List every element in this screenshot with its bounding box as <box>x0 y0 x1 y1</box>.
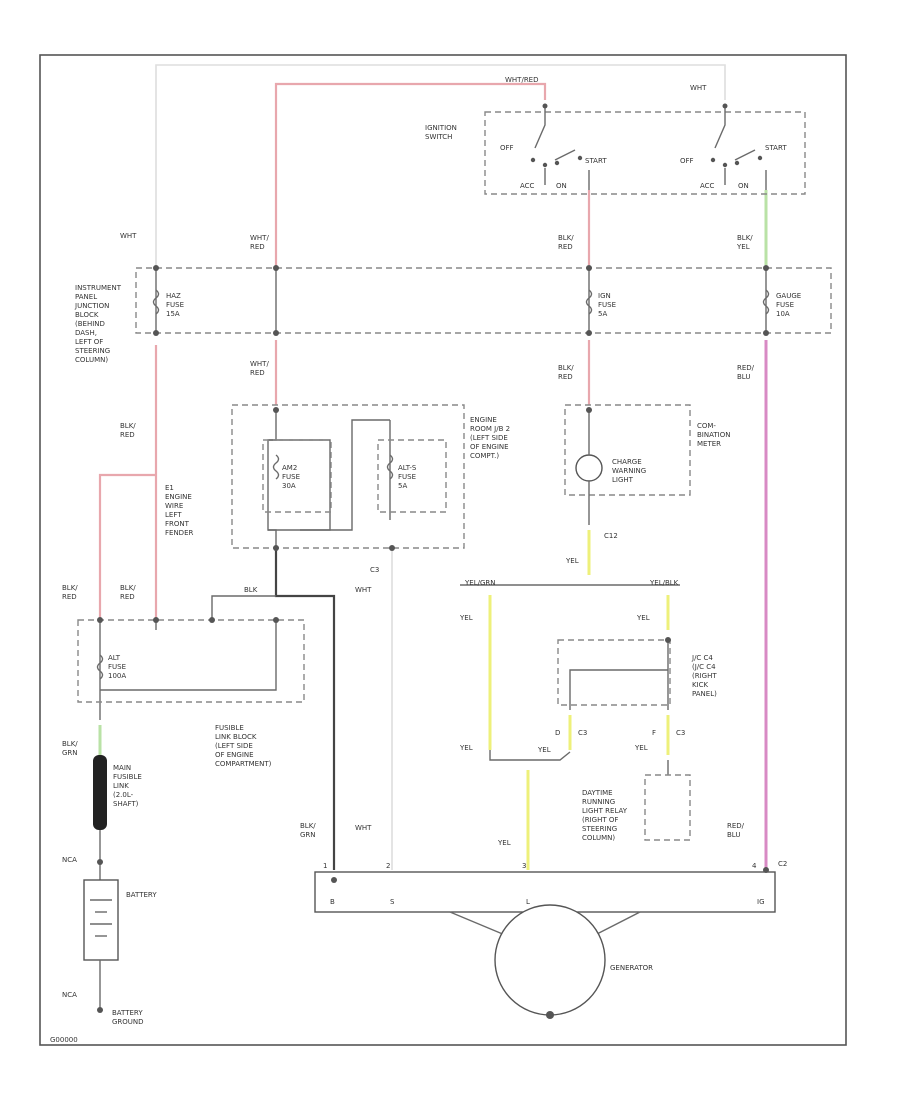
daytime-running-light-relay <box>644 774 691 841</box>
footer-code: G00000 <box>50 1036 78 1044</box>
svg-text:BLK/RED: BLK/RED <box>558 364 574 381</box>
label-nca-1: NCA <box>62 856 77 864</box>
svg-text:BLK/RED: BLK/RED <box>62 584 78 601</box>
svg-text:YEL: YEL <box>636 614 650 622</box>
label-wht-red-top: WHT/RED <box>505 76 539 84</box>
svg-text:YEL: YEL <box>565 557 579 565</box>
svg-text:YEL: YEL <box>497 839 511 847</box>
svg-text:BLK/RED: BLK/RED <box>120 422 136 439</box>
svg-text:OFF: OFF <box>680 157 694 165</box>
svg-text:C3: C3 <box>676 729 685 737</box>
wire-blk-red-left2 <box>98 473 156 620</box>
svg-text:YEL/BLK: YEL/BLK <box>649 579 679 587</box>
label-wht-left: WHT <box>120 232 137 240</box>
svg-text:YEL: YEL <box>459 744 473 752</box>
svg-text:BLK: BLK <box>244 586 258 594</box>
combination-meter <box>564 404 691 496</box>
svg-text:2: 2 <box>386 862 390 870</box>
label-jc-c4: J/C C4 (J/C C4 (RIGHT KICK PANEL) <box>691 654 719 698</box>
svg-text:B: B <box>330 898 335 906</box>
svg-text:3: 3 <box>522 862 526 870</box>
svg-text:ON: ON <box>738 182 749 190</box>
label-instrument-panel: INSTRUMENT PANEL JUNCTION BLOCK (BEHIND … <box>74 284 123 364</box>
label-engine-room-jb2: ENGINE ROOM J/B 2 (LEFT SIDE OF ENGINE C… <box>470 416 512 460</box>
svg-text:YEL: YEL <box>634 744 648 752</box>
label-wht-top-right: WHT <box>690 84 707 92</box>
svg-text:WHT: WHT <box>355 824 372 832</box>
svg-text:BLK/GRN: BLK/GRN <box>300 822 316 839</box>
svg-text:ACC: ACC <box>700 182 715 190</box>
diagram-frame <box>39 54 847 1046</box>
svg-text:ACC: ACC <box>520 182 535 190</box>
svg-text:C3: C3 <box>370 566 379 574</box>
svg-text:WHT/RED: WHT/RED <box>250 360 269 377</box>
svg-text:BLK/RED: BLK/RED <box>120 584 136 601</box>
ignition-switch <box>484 111 806 195</box>
svg-text:START: START <box>765 144 787 152</box>
svg-text:YEL: YEL <box>537 746 551 754</box>
svg-text:BLK/YEL: BLK/YEL <box>736 234 753 251</box>
svg-text:D: D <box>555 729 560 737</box>
junction-connector-c4 <box>557 639 671 706</box>
charge-warning-light <box>575 454 603 482</box>
svg-text:IG: IG <box>757 898 765 906</box>
generator <box>494 904 606 1016</box>
svg-text:L: L <box>526 898 530 906</box>
svg-text:WHT/RED: WHT/RED <box>250 234 269 251</box>
svg-text:YEL/GRN: YEL/GRN <box>464 579 495 587</box>
svg-text:C3: C3 <box>578 729 587 737</box>
svg-text:BLK/RED: BLK/RED <box>558 234 574 251</box>
label-engine-wire: E1 ENGINE WIRE LEFT FRONT FENDER <box>165 484 194 537</box>
label-main-fusible-link: MAIN FUSIBLE LINK (2.0L- SHAFT) <box>113 764 144 808</box>
battery <box>83 879 119 961</box>
wire-blk <box>274 550 336 870</box>
svg-text:C2: C2 <box>778 860 787 868</box>
svg-text:S: S <box>390 898 395 906</box>
engine-room-junction-block-2 <box>231 404 465 549</box>
label-fusible-link-block: FUSIBLE LINK BLOCK (LEFT SIDE OF ENGINE … <box>215 724 272 768</box>
svg-text:BLK/GRN: BLK/GRN <box>62 740 78 757</box>
svg-text:C12: C12 <box>604 532 618 540</box>
svg-text:4: 4 <box>752 862 757 870</box>
instrument-panel-junction-block <box>135 267 832 334</box>
svg-text:RED/BLU: RED/BLU <box>737 364 755 381</box>
main-fusible-link <box>93 755 107 830</box>
wire-wht-red-top <box>274 82 547 268</box>
svg-text:1: 1 <box>323 862 327 870</box>
label-generator: GENERATOR <box>610 964 653 972</box>
fusible-link-block <box>77 619 305 703</box>
svg-text:WHT: WHT <box>355 586 372 594</box>
svg-text:OFF: OFF <box>500 144 514 152</box>
wire-wht-top <box>155 64 726 265</box>
svg-text:START: START <box>585 157 607 165</box>
label-battery: BATTERY <box>126 891 157 899</box>
svg-text:YEL: YEL <box>459 614 473 622</box>
svg-text:F: F <box>652 729 656 737</box>
svg-text:RED/BLU: RED/BLU <box>727 822 745 839</box>
label-nca-2: NCA <box>62 991 77 999</box>
svg-text:ON: ON <box>556 182 567 190</box>
label-drl-relay: DAYTIME RUNNING LIGHT RELAY (RIGHT OF ST… <box>582 789 629 842</box>
